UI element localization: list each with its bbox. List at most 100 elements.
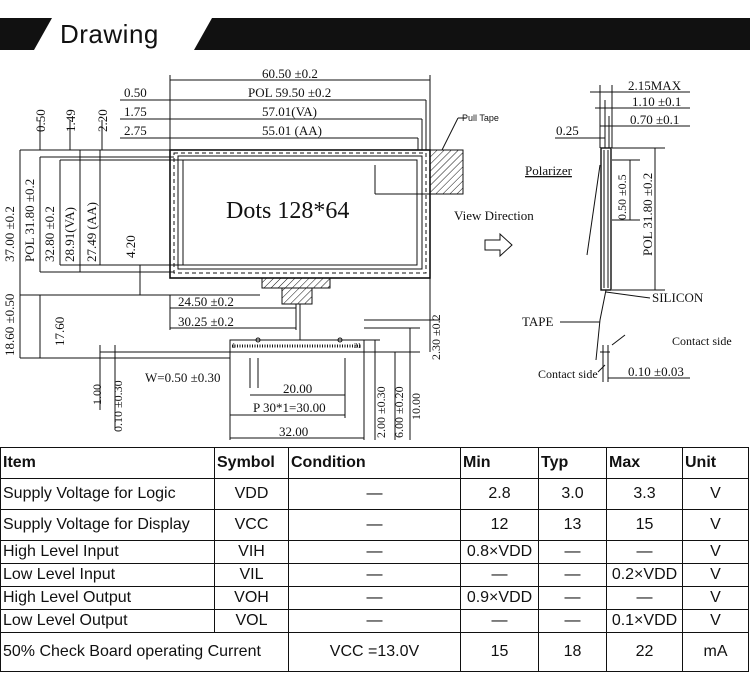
side-contact-side-a: Contact side [672,334,732,348]
table-row: 50% Check Board operating Current VCC =1… [0,632,749,672]
cell-max: — [606,586,683,610]
fpc-pin-first: 1 [232,342,236,350]
table-row: Supply Voltage for Display VCC — 12 13 1… [0,509,749,541]
cell-symbol: VDD [214,478,289,510]
dim-aa-width: 55.01 (AA) [262,123,322,138]
fpc-t100: 1.00 [90,384,104,405]
table-row: Low Level Input VIL — — — 0.2×VDD V [0,563,749,587]
panel-dots-label: Dots 128*64 [226,198,349,224]
table-row: High Level Output VOH — 0.9×VDD — — V [0,586,749,610]
dim-overall-width: 60.50 ±0.2 [262,66,318,81]
dim-va-height: 28.91(VA) [62,207,77,262]
cell-condition: — [288,609,461,633]
page-title: Drawing [60,19,159,49]
header-tab [34,18,212,50]
fpc-span20: 20.00 [283,381,312,396]
th-condition: Condition [288,447,461,479]
mechanical-drawing: 60.50 ±0.2 POL 59.50 ±0.2 57.01(VA) 55.0… [2,66,732,440]
th-max: Max [606,447,683,479]
dim-h1860: 18.60 ±0.50 [2,294,17,356]
cell-min: 12 [460,509,539,541]
cell-typ: — [538,540,607,564]
pull-tape-label: Pull Tape [462,113,499,123]
cell-max: 22 [606,632,683,672]
cell-max: — [606,540,683,564]
cell-symbol: VCC [214,509,289,541]
cell-item: Supply Voltage for Display [0,509,215,541]
dim-margin-275: 2.75 [124,123,147,138]
cell-condition: — [288,509,461,541]
fpc-t010: 0.10 ±0.30 [111,380,125,432]
cell-typ: — [538,586,607,610]
fpc-t600: 6.00 ±0.20 [392,386,406,438]
dim-margin-050: 0.50 [124,85,147,100]
table-row: Supply Voltage for Logic VDD — 2.8 3.0 3… [0,478,749,510]
dim-v149: 1.49 [63,109,78,132]
cell-typ: — [538,563,607,587]
cell-max: 0.1×VDD [606,609,683,633]
dim-margin-175: 1.75 [124,104,147,119]
cell-symbol: VIH [214,540,289,564]
cell-max: 15 [606,509,683,541]
spec-table: Item Symbol Condition Min Typ Max Unit S… [0,447,749,672]
cell-typ: 18 [538,632,607,672]
cell-unit: mA [682,632,749,672]
cell-item: High Level Input [0,540,215,564]
cell-unit: V [682,478,749,510]
cell-min: 0.8×VDD [460,540,539,564]
dim-aa-height: 27.49 (AA) [84,202,99,262]
fpc-w2450: 24.50 ±0.2 [178,294,234,309]
fpc-pin-last: 31 [354,342,362,350]
dim-pol-height: POL 31.80 ±0.2 [22,179,37,262]
cell-typ: — [538,609,607,633]
fpc-t200: 2.00 ±0.30 [374,386,388,438]
cell-item: Supply Voltage for Logic [0,478,215,510]
fpc-pad-width: W=0.50 ±0.30 [145,370,221,385]
cell-unit: V [682,509,749,541]
th-unit: Unit [682,447,749,479]
side-t025: 0.25 [556,123,579,138]
th-item: Item [0,447,215,479]
cell-max: 0.2×VDD [606,563,683,587]
th-min: Min [460,447,539,479]
side-t010: 0.10 ±0.03 [628,364,684,379]
dim-pol-width: POL 59.50 ±0.2 [248,85,331,100]
cell-min: — [460,609,539,633]
side-max-thickness: 2.15MAX [628,78,682,93]
dim-va-width: 57.01(VA) [262,104,317,119]
cell-item: 50% Check Board operating Current [0,632,289,672]
side-contact-side-b: Contact side [538,367,598,381]
side-t110: 1.10 ±0.1 [632,94,681,109]
table-row: Low Level Output VOL — — — 0.1×VDD V [0,609,749,633]
cell-min: 2.8 [460,478,539,510]
dim-h3280: 32.80 ±0.2 [42,206,57,262]
cell-condition: — [288,540,461,564]
dim-h420: 4.20 [123,235,138,258]
side-tape: TAPE [522,314,554,329]
fpc-t1000: 10.00 [409,393,423,420]
cell-min: 0.9×VDD [460,586,539,610]
cell-unit: V [682,609,749,633]
cell-max: 3.3 [606,478,683,510]
fpc-width32: 32.00 [279,424,308,439]
cell-min: 15 [460,632,539,672]
side-t070: 0.70 ±0.1 [630,112,679,127]
cell-symbol: VOL [214,609,289,633]
cell-condition: — [288,563,461,587]
side-t050: 0.50 ±0.5 [615,174,629,220]
dim-v220: 2.20 [95,109,110,132]
table-row: High Level Input VIH — 0.8×VDD — — V [0,540,749,564]
cell-item: Low Level Input [0,563,215,587]
cell-symbol: VIL [214,563,289,587]
cell-symbol: VOH [214,586,289,610]
th-typ: Typ [538,447,607,479]
cell-typ: 13 [538,509,607,541]
cell-condition: VCC =13.0V [288,632,461,672]
cell-unit: V [682,563,749,587]
cell-condition: — [288,478,461,510]
dim-v050: 0.50 [33,109,48,132]
cell-condition: — [288,586,461,610]
cell-item: High Level Output [0,586,215,610]
side-polarizer: Polarizer [525,163,573,178]
side-silicon: SILICON [652,290,704,305]
